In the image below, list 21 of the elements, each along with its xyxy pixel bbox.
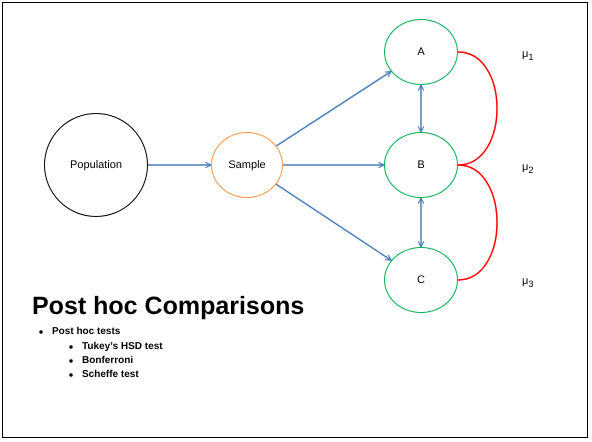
- arrow: [148, 162, 212, 168]
- arrow: [276, 184, 392, 261]
- title: Post hoc Comparisons: [32, 292, 304, 321]
- node-label: C: [417, 274, 425, 286]
- node-label: Sample: [228, 159, 266, 171]
- node-label: Population: [70, 159, 122, 171]
- arrow: [283, 162, 385, 168]
- arrow: [418, 84, 424, 133]
- mean-symbol: μ$_{3}$: [522, 275, 534, 290]
- mean-symbol: μ$_{2}$: [522, 161, 534, 176]
- mean-symbol: μ$_{1}$: [522, 48, 534, 62]
- node-label: B: [417, 159, 425, 171]
- curve-connector: [458, 51, 498, 166]
- bullet-item: Bonferroni: [82, 355, 134, 366]
- bullet-item: Tukey’s HSD test: [82, 341, 163, 352]
- bullet-item: Scheffe test: [82, 369, 139, 380]
- arrow: [418, 197, 424, 248]
- arrow: [276, 70, 392, 147]
- curve-connector: [458, 164, 498, 281]
- bullet-item: Post hoc tests: [52, 326, 120, 337]
- node-label: A: [417, 46, 425, 58]
